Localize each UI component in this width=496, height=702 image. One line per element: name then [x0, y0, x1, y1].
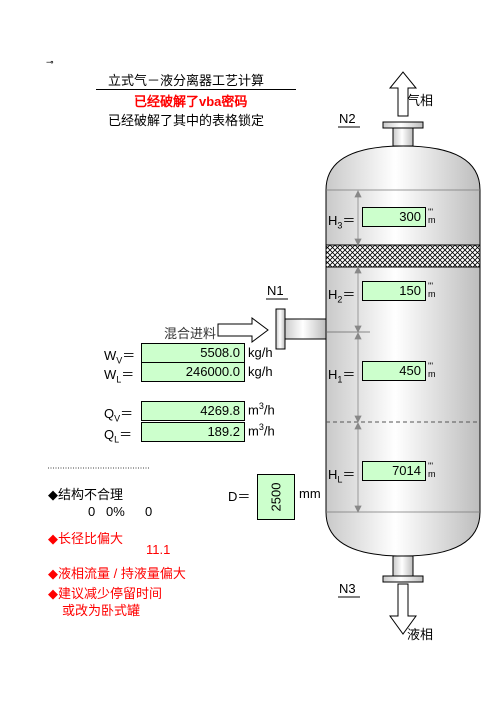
advice-warning: ◆建议减少停留时间 — [48, 586, 162, 601]
dimension-arrows — [354, 190, 362, 513]
diameter-label: D＝ — [228, 489, 251, 504]
demister-pad — [325, 244, 481, 268]
hl-input[interactable]: 7014 — [362, 461, 426, 481]
gas-outlet-arrow — [388, 71, 418, 117]
nozzle-n2-flange — [382, 121, 424, 129]
h2-input[interactable]: 150 — [362, 281, 426, 301]
gas-phase-label: 气相 — [407, 94, 434, 109]
diameter-value: 2500 — [268, 482, 284, 512]
result-value-3: 0 — [145, 504, 153, 519]
mixed-feed-label: 混合进料 — [164, 327, 217, 342]
ql-input[interactable]: 189.2 — [141, 422, 245, 442]
qv-label: QV＝ — [104, 406, 134, 424]
h1-unit-mark: '''m — [428, 361, 436, 379]
h2-label: H2＝ — [328, 287, 356, 305]
crack-sheet-note: 已经破解了其中的表格锁定 — [108, 114, 265, 129]
diameter-unit: mm — [299, 486, 321, 501]
qv-input[interactable]: 4269.8 — [141, 401, 245, 421]
wl-unit: kg/h — [248, 364, 273, 379]
nozzle-n2-pipe — [392, 125, 414, 147]
liquid-phase-label: 液相 — [407, 628, 434, 643]
qv-unit: m3/h — [248, 401, 275, 418]
wv-input[interactable]: 5508.0 — [141, 343, 245, 363]
structure-result: ◆结构不合理 — [48, 487, 123, 502]
hl-unit-mark: '''m — [428, 461, 436, 479]
ql-label: QL＝ — [104, 427, 133, 445]
h2-unit-mark: '''m — [428, 281, 436, 299]
h1-label: H1＝ — [328, 367, 356, 385]
ratio-warning: ◆长径比偏大 — [48, 532, 123, 546]
corner-mark: ⊸ — [46, 58, 54, 68]
crack-vba-note: 已经破解了vba密码 — [134, 94, 248, 109]
ql-unit: m3/h — [248, 422, 275, 439]
advice-warning-2: 或改为卧式罐 — [62, 603, 141, 618]
nozzle-n2-label: N2 — [339, 111, 356, 126]
liquid-outlet-arrow — [389, 583, 417, 635]
nozzle-n3-label: N3 — [339, 581, 356, 596]
h3-input[interactable]: 300 — [362, 207, 426, 227]
nozzle-n1-label: N1 — [267, 283, 284, 298]
feed-inlet-arrow — [217, 317, 269, 343]
result-value-2: 0% — [106, 504, 125, 519]
h1-input[interactable]: 450 — [362, 361, 426, 381]
nozzle-n1-flange — [275, 308, 286, 350]
h3-unit-mark: '''m — [428, 207, 436, 225]
wv-label: WV＝ — [104, 348, 136, 366]
wl-label: WL＝ — [104, 367, 135, 385]
wv-unit: kg/h — [248, 345, 273, 360]
nozzle-n3-flange — [382, 575, 424, 583]
ratio-value: 11.1 — [146, 542, 171, 557]
page-title: 立式气－液分离器工艺计算 — [108, 74, 265, 89]
liquid-flow-warning: ◆液相流量 / 持液量偏大 — [48, 566, 186, 581]
result-value-1: 0 — [88, 504, 96, 519]
nozzle-n3-pipe — [392, 555, 414, 579]
hl-label: HL＝ — [328, 467, 356, 485]
h3-label: H3＝ — [328, 213, 356, 231]
title-underline — [96, 89, 296, 90]
diameter-input[interactable]: 2500 — [257, 474, 295, 520]
nozzle-n1-pipe — [283, 318, 327, 340]
wl-input[interactable]: 246000.0 — [141, 362, 245, 382]
